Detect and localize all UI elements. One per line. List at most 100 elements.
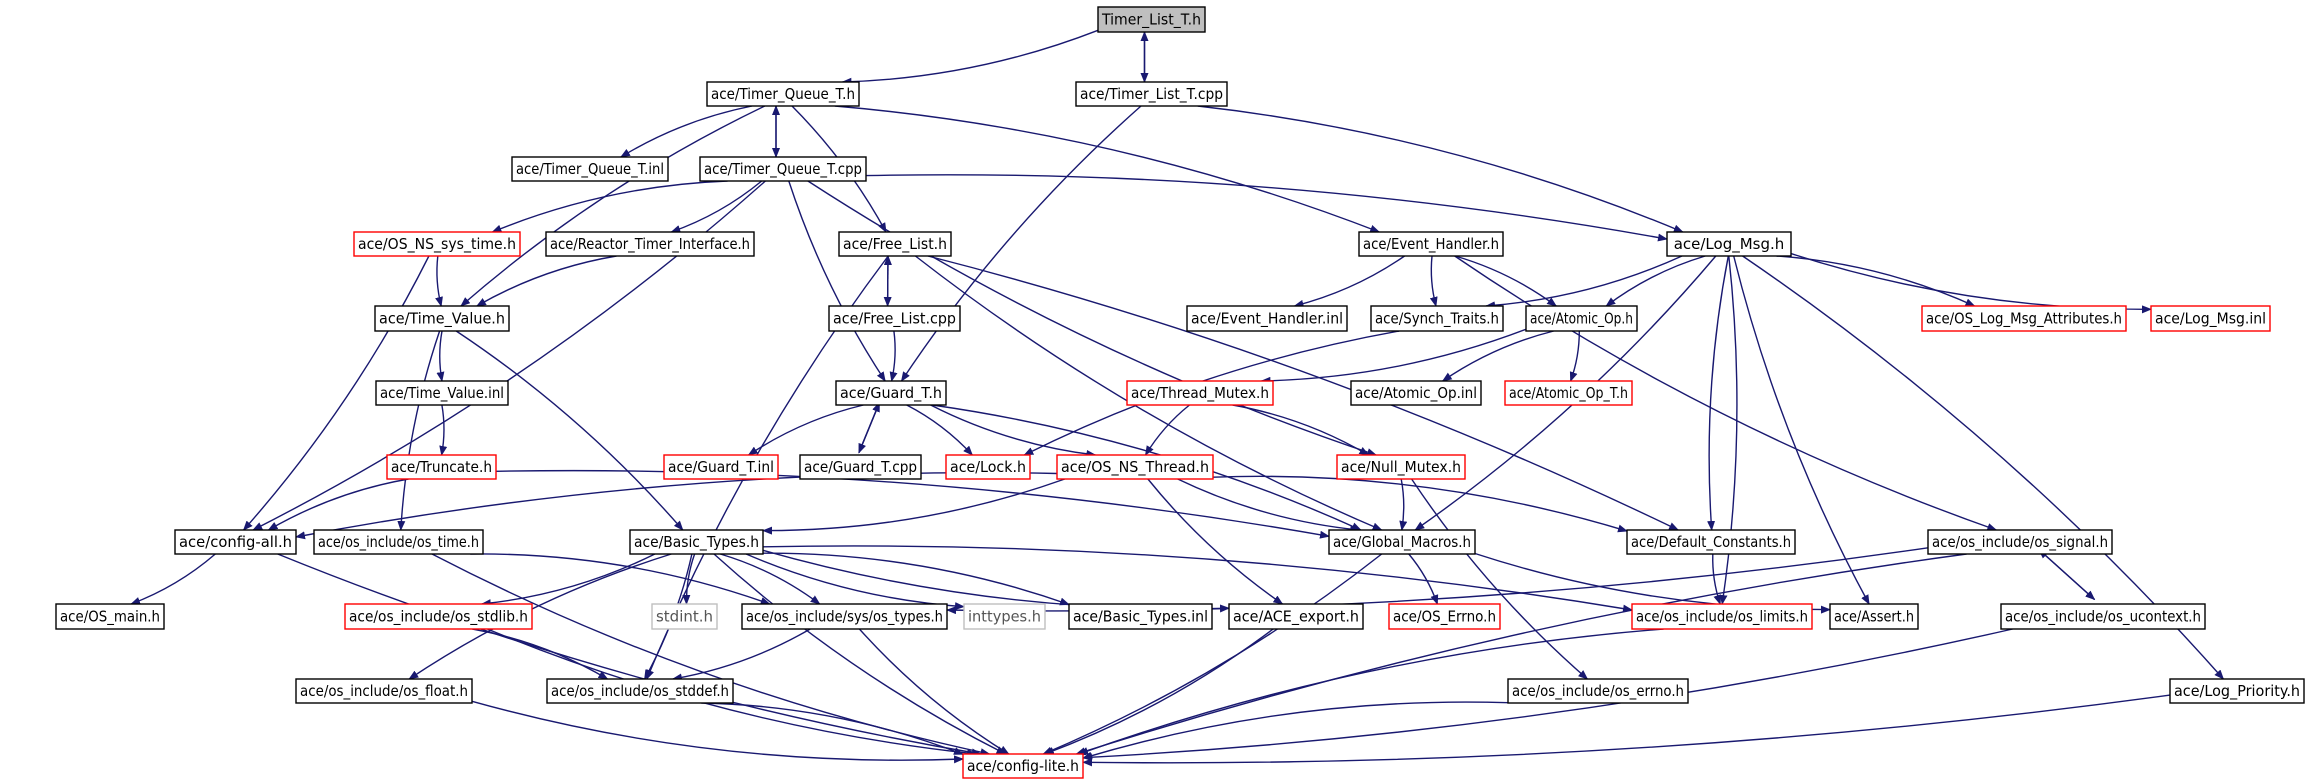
- node-box[interactable]: [1075, 81, 1228, 107]
- node-box[interactable]: [174, 529, 297, 555]
- node-os-include-os-float-h[interactable]: ace/os_include/os_float.h: [295, 678, 473, 704]
- node-ace-export-h[interactable]: ace/ACE_export.h: [1228, 603, 1364, 630]
- node-os-include-sys-os-types-h[interactable]: ace/os_include/sys/os_types.h: [741, 603, 948, 630]
- node-truncate-h[interactable]: ace/Truncate.h: [386, 454, 497, 480]
- node-stdint-h[interactable]: stdint.h: [651, 603, 718, 630]
- node-log-priority-h[interactable]: ace/Log_Priority.h: [2169, 678, 2305, 704]
- node-event-handler-h[interactable]: ace/Event_Handler.h: [1358, 231, 1504, 257]
- node-box[interactable]: [1358, 231, 1504, 257]
- node-os-include-os-errno-h[interactable]: ace/os_include/os_errno.h: [1507, 678, 1689, 704]
- node-os-errno-h[interactable]: ace/OS_Errno.h: [1388, 603, 1501, 630]
- node-box[interactable]: [55, 603, 165, 630]
- node-os-include-os-time-h[interactable]: ace/os_include/os_time.h: [313, 529, 484, 555]
- node-box[interactable]: [545, 231, 755, 257]
- node-guard-t-cpp[interactable]: ace/Guard_T.cpp: [799, 454, 922, 480]
- node-box[interactable]: [1328, 529, 1476, 555]
- node-box[interactable]: [374, 305, 510, 332]
- node-default-constants-h[interactable]: ace/Default_Constants.h: [1626, 529, 1796, 555]
- node-box[interactable]: [699, 156, 867, 182]
- node-box[interactable]: [1927, 529, 2113, 555]
- node-time-value-inl[interactable]: ace/Time_Value.inl: [375, 380, 509, 406]
- node-box[interactable]: [1056, 454, 1214, 480]
- node-box[interactable]: [962, 753, 1084, 779]
- node-os-include-os-stdlib-h[interactable]: ace/os_include/os_stdlib.h: [344, 603, 533, 630]
- node-os-ns-sys-time-h[interactable]: ace/OS_NS_sys_time.h: [353, 231, 521, 257]
- node-box[interactable]: [1068, 603, 1213, 630]
- node-box[interactable]: [1631, 603, 1813, 630]
- node-guard-t-inl[interactable]: ace/Guard_T.inl: [663, 454, 779, 480]
- node-box[interactable]: [295, 678, 473, 704]
- node-synch-traits-h[interactable]: ace/Synch_Traits.h: [1370, 305, 1504, 332]
- node-box[interactable]: [629, 529, 764, 555]
- node-timer-queue-t-inl[interactable]: ace/Timer_Queue_T.inl: [511, 156, 669, 182]
- node-os-ns-thread-h[interactable]: ace/OS_NS_Thread.h: [1056, 454, 1214, 480]
- node-global-macros-h[interactable]: ace/Global_Macros.h: [1328, 529, 1476, 555]
- node-box[interactable]: [2150, 305, 2271, 332]
- node-box[interactable]: [799, 454, 922, 480]
- node-box[interactable]: [1507, 678, 1689, 704]
- node-config-lite-h[interactable]: ace/config-lite.h: [962, 753, 1084, 779]
- node-box[interactable]: [1388, 603, 1501, 630]
- node-basic-types-inl[interactable]: ace/Basic_Types.inl: [1068, 603, 1213, 630]
- node-lock-h[interactable]: ace/Lock.h: [945, 454, 1031, 480]
- node-timer-queue-t-cpp[interactable]: ace/Timer_Queue_T.cpp: [699, 156, 867, 182]
- node-box[interactable]: [663, 454, 779, 480]
- node-config-all-h[interactable]: ace/config-all.h: [174, 529, 297, 555]
- node-box[interactable]: [828, 305, 961, 332]
- node-time-value-h[interactable]: ace/Time_Value.h: [374, 305, 510, 332]
- node-box[interactable]: [375, 380, 509, 406]
- node-box[interactable]: [838, 231, 952, 257]
- node-inttypes-h[interactable]: inttypes.h: [963, 603, 1046, 630]
- node-box[interactable]: [651, 603, 718, 630]
- node-log-msg-h[interactable]: ace/Log_Msg.h: [1666, 231, 1792, 257]
- node-free-list-cpp[interactable]: ace/Free_List.cpp: [828, 305, 961, 332]
- node-box[interactable]: [1626, 529, 1796, 555]
- node-box[interactable]: [546, 678, 734, 704]
- node-box[interactable]: [1186, 305, 1348, 332]
- node-timer-queue-t-h[interactable]: ace/Timer_Queue_T.h: [706, 81, 860, 107]
- node-box[interactable]: [1921, 305, 2127, 332]
- node-box[interactable]: [1666, 231, 1792, 257]
- node-box[interactable]: [1097, 6, 1206, 33]
- node-timer-list-t-cpp[interactable]: ace/Timer_List_T.cpp: [1075, 81, 1228, 107]
- node-box[interactable]: [511, 156, 669, 182]
- node-box[interactable]: [835, 380, 947, 406]
- node-free-list-h[interactable]: ace/Free_List.h: [838, 231, 952, 257]
- node-box[interactable]: [1336, 454, 1466, 480]
- node-box[interactable]: [741, 603, 948, 630]
- node-os-include-os-stddef-h[interactable]: ace/os_include/os_stddef.h: [546, 678, 734, 704]
- node-box[interactable]: [1126, 380, 1274, 406]
- node-box[interactable]: [1350, 380, 1482, 406]
- node-box[interactable]: [313, 529, 484, 555]
- node-box[interactable]: [353, 231, 521, 257]
- node-box[interactable]: [1829, 603, 1919, 630]
- node-atomic-op-h[interactable]: ace/Atomic_Op.h: [1525, 305, 1638, 332]
- node-os-include-os-ucontext-h[interactable]: ace/os_include/os_ucontext.h: [2000, 603, 2206, 630]
- node-os-include-os-signal-h[interactable]: ace/os_include/os_signal.h: [1927, 529, 2113, 555]
- node-box[interactable]: [945, 454, 1031, 480]
- node-os-log-msg-attributes-h[interactable]: ace/OS_Log_Msg_Attributes.h: [1921, 305, 2127, 332]
- node-assert-h[interactable]: ace/Assert.h: [1829, 603, 1919, 630]
- node-reactor-timer-interface-h[interactable]: ace/Reactor_Timer_Interface.h: [545, 231, 755, 257]
- node-box[interactable]: [386, 454, 497, 480]
- node-os-main-h[interactable]: ace/OS_main.h: [55, 603, 165, 630]
- node-box[interactable]: [1370, 305, 1504, 332]
- node-timer-list-t-h[interactable]: Timer_List_T.h: [1097, 6, 1206, 33]
- node-box[interactable]: [963, 603, 1046, 630]
- node-atomic-op-inl[interactable]: ace/Atomic_Op.inl: [1350, 380, 1482, 406]
- node-log-msg-inl[interactable]: ace/Log_Msg.inl: [2150, 305, 2271, 332]
- node-atomic-op-t-h[interactable]: ace/Atomic_Op_T.h: [1504, 380, 1633, 406]
- node-box[interactable]: [706, 81, 860, 107]
- node-null-mutex-h[interactable]: ace/Null_Mutex.h: [1336, 454, 1466, 480]
- node-thread-mutex-h[interactable]: ace/Thread_Mutex.h: [1126, 380, 1274, 406]
- node-box[interactable]: [1504, 380, 1633, 406]
- node-os-include-os-limits-h[interactable]: ace/os_include/os_limits.h: [1631, 603, 1813, 630]
- node-box[interactable]: [1228, 603, 1364, 630]
- node-event-handler-inl[interactable]: ace/Event_Handler.inl: [1186, 305, 1348, 332]
- node-box[interactable]: [1525, 305, 1638, 332]
- node-box[interactable]: [2169, 678, 2305, 704]
- node-basic-types-h[interactable]: ace/Basic_Types.h: [629, 529, 764, 555]
- node-guard-t-h[interactable]: ace/Guard_T.h: [835, 380, 947, 406]
- node-box[interactable]: [344, 603, 533, 630]
- node-box[interactable]: [2000, 603, 2206, 630]
